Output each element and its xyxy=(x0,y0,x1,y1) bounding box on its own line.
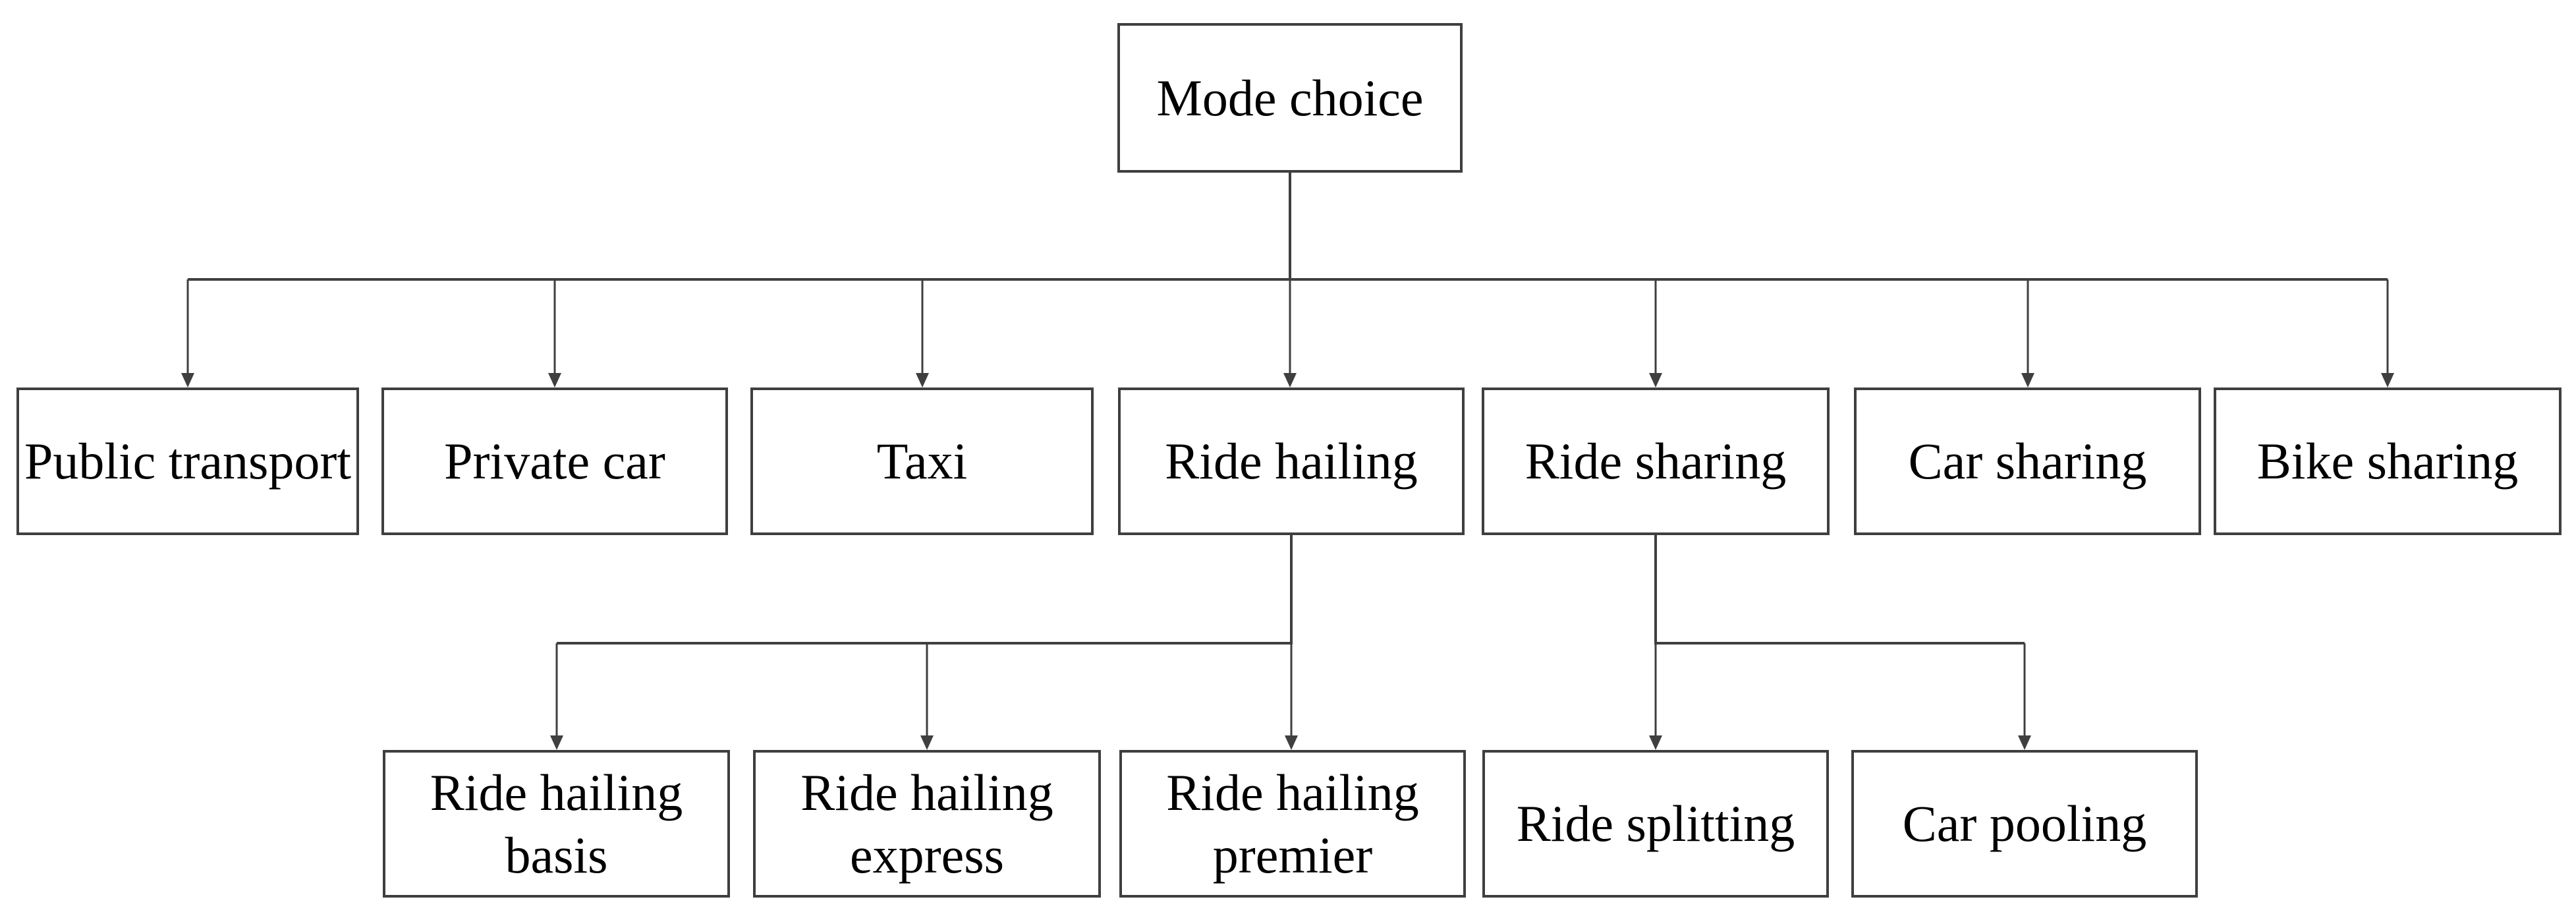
node-label: Ride hailing premier xyxy=(1166,763,1419,884)
node-label: Taxi xyxy=(876,432,968,490)
arrowhead-ride-sharing xyxy=(1649,373,1662,387)
node-car-pooling: Car pooling xyxy=(1851,750,2198,898)
arrowhead-ride-hailing-premier xyxy=(1285,735,1298,750)
node-label: Car pooling xyxy=(1902,795,2147,853)
node-label: Ride splitting xyxy=(1516,795,1795,853)
node-label: Bike sharing xyxy=(2256,432,2519,490)
arrowhead-private-car xyxy=(548,373,561,387)
node-ride-hailing-express: Ride hailing express xyxy=(753,750,1101,898)
node-label: Ride hailing xyxy=(1165,432,1418,490)
node-label: Ride sharing xyxy=(1525,432,1787,490)
arrowhead-ride-splitting xyxy=(1649,735,1662,750)
arrowhead-car-pooling xyxy=(2018,735,2031,750)
ride-hailing-connectors xyxy=(550,535,1298,750)
node-label: Ride hailing basis xyxy=(430,763,683,884)
node-mode-choice: Mode choice xyxy=(1117,23,1463,173)
arrowhead-car-sharing xyxy=(2021,373,2034,387)
node-ride-hailing-premier: Ride hailing premier xyxy=(1119,750,1466,898)
node-ride-hailing-basis: Ride hailing basis xyxy=(383,750,730,898)
node-public-transport: Public transport xyxy=(16,387,359,535)
node-label: Mode choice xyxy=(1156,69,1424,127)
node-label: Car sharing xyxy=(1908,432,2147,490)
arrowhead-ride-hailing-express xyxy=(920,735,934,750)
node-bike-sharing: Bike sharing xyxy=(2214,387,2562,535)
node-taxi: Taxi xyxy=(750,387,1094,535)
node-ride-sharing: Ride sharing xyxy=(1482,387,1830,535)
node-private-car: Private car xyxy=(381,387,728,535)
arrowhead-public-transport xyxy=(181,373,194,387)
node-label: Private car xyxy=(444,432,665,490)
node-label: Public transport xyxy=(24,432,352,490)
node-ride-hailing: Ride hailing xyxy=(1118,387,1465,535)
node-ride-splitting: Ride splitting xyxy=(1482,750,1829,898)
node-car-sharing: Car sharing xyxy=(1854,387,2201,535)
ride-sharing-connectors xyxy=(1649,535,2031,750)
node-label: Ride hailing express xyxy=(800,763,1053,884)
arrowhead-ride-hailing-basis xyxy=(550,735,563,750)
arrowhead-ride-hailing xyxy=(1283,373,1297,387)
arrowhead-taxi xyxy=(916,373,929,387)
level1-connectors xyxy=(181,173,2394,387)
arrowhead-bike-sharing xyxy=(2381,373,2394,387)
